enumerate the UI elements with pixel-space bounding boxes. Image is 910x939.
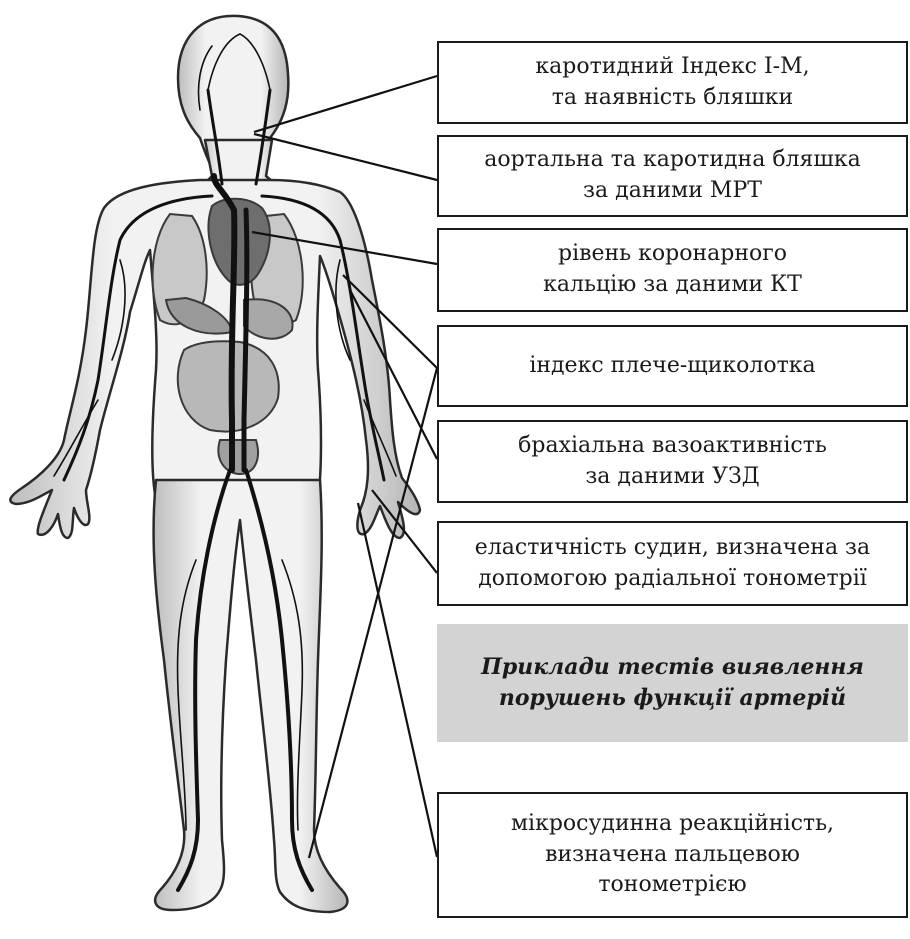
legs [154, 480, 348, 912]
label-brachial-vasoactivity-text: брахіальна вазоактивність за даними УЗД [518, 431, 827, 493]
figure-caption: Приклади тестів виявлення порушень функц… [437, 624, 908, 742]
label-microvascular-reactivity: мікросудинна реакційність, визначена пал… [437, 792, 908, 918]
label-carotid-imt: каротидний Індекс І-М, та наявність бляш… [437, 41, 908, 124]
label-coronary-calcium-ct: рівень коронарного кальцію за даними КТ [437, 228, 908, 312]
label-radial-tonometry-text: еластичність судин, визначена за допомог… [475, 533, 870, 595]
leader-aortic-mri [254, 134, 437, 180]
figure-caption-text: Приклади тестів виявлення порушень функц… [481, 652, 864, 714]
label-radial-tonometry: еластичність судин, визначена за допомог… [437, 521, 908, 606]
vena-cava [244, 210, 247, 470]
label-ankle-brachial-index: індекс плече-щиколотка [437, 325, 908, 407]
label-ankle-brachial-index-text: індекс плече-щиколотка [529, 351, 815, 382]
label-coronary-calcium-ct-text: рівень коронарного кальцію за даними КТ [543, 239, 802, 301]
label-carotid-imt-text: каротидний Індекс І-М, та наявність бляш… [535, 52, 809, 114]
label-brachial-vasoactivity: брахіальна вазоактивність за даними УЗД [437, 420, 908, 503]
label-microvascular-reactivity-text: мікросудинна реакційність, визначена пал… [511, 809, 834, 901]
label-aortic-carotid-mri-text: аортальна та каротидна бляшка за даними … [484, 145, 861, 207]
intestines [178, 341, 279, 431]
label-aortic-carotid-mri: аортальна та каротидна бляшка за даними … [437, 135, 908, 217]
